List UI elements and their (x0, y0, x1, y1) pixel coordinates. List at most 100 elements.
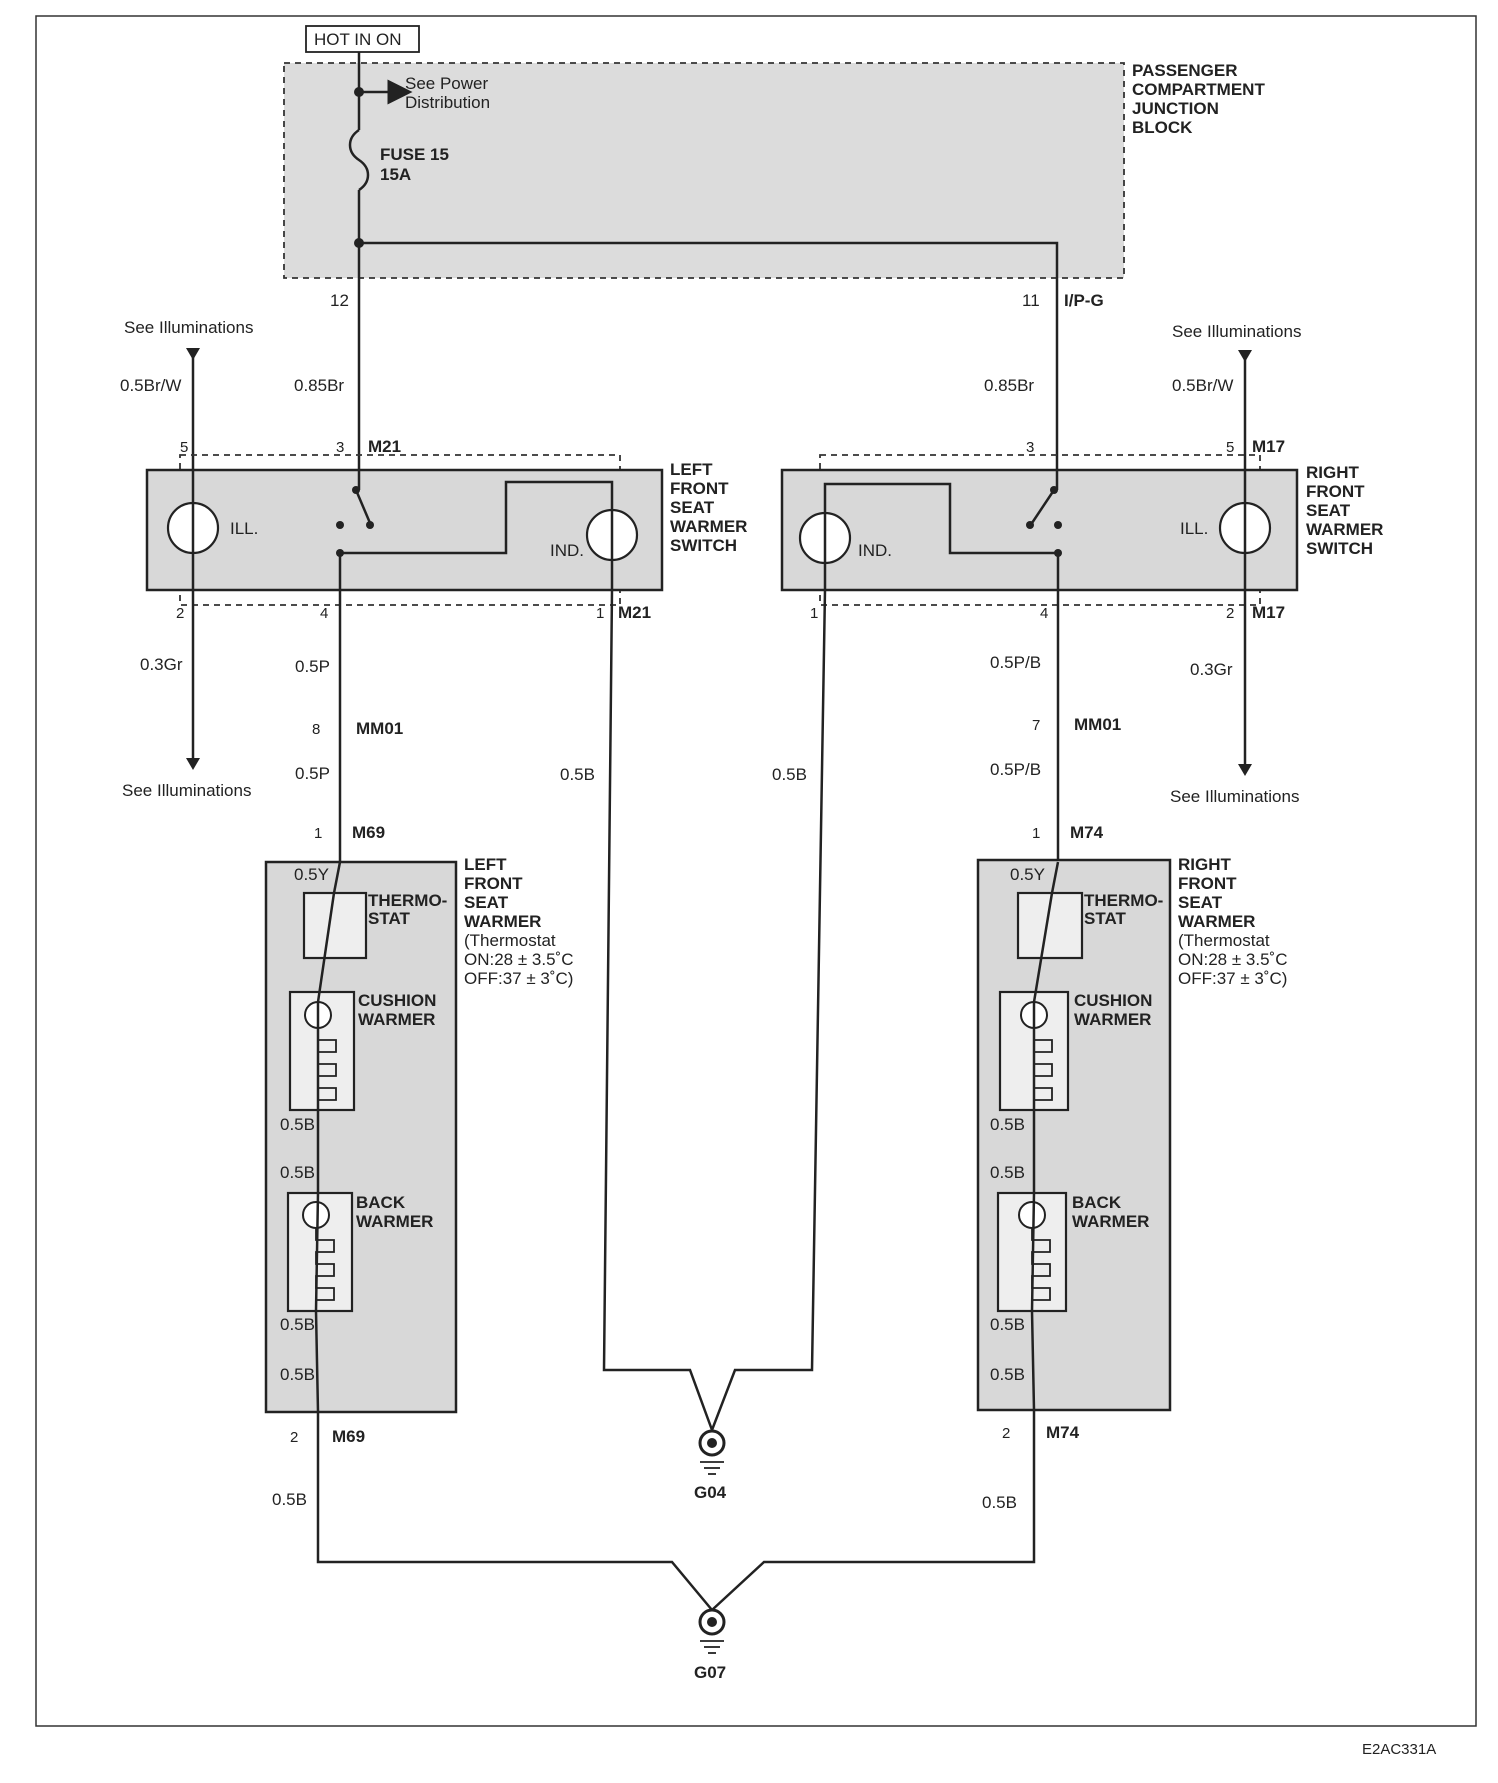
left-back-1: BACK (356, 1193, 406, 1212)
jb-pin-right: 11 (1022, 291, 1040, 310)
right-ill-label: ILL. (1180, 519, 1208, 538)
right-warmer-spec-2: ON:28 ± 3.5˚C (1178, 950, 1287, 969)
left-switch-pin-3: 3 (336, 439, 344, 456)
left-warmer-spec-1: (Thermostat (464, 931, 556, 950)
right-warmer-connector-bottom: M74 (1046, 1423, 1080, 1442)
left-warmer-connector-bottom: M69 (332, 1427, 365, 1446)
left-warmer-ground-wire (316, 1412, 713, 1611)
junction-block-name-1: PASSENGER (1132, 61, 1238, 80)
right-warmer-wire-in: 0.5Y (1010, 865, 1045, 884)
left-warmer-name-4: WARMER (464, 912, 541, 931)
right-warmer-ground-label: 0.5B (982, 1493, 1017, 1512)
right-thermo-2: STAT (1084, 909, 1126, 928)
right-switch-pin-4: 4 (1040, 605, 1048, 622)
right-switch-pin-2: 2 (1226, 605, 1234, 622)
diagram-frame (35, 15, 1477, 1727)
right-see-illum-bottom: See Illuminations (1170, 787, 1299, 806)
left-out-lower-wire: 0.5P (295, 764, 330, 783)
left-switch-name-5: SWITCH (670, 536, 737, 555)
right-see-illum-top: See Illuminations (1172, 322, 1301, 341)
right-switch-name-4: WARMER (1306, 520, 1383, 539)
right-switch-connector-bottom: M17 (1252, 603, 1285, 622)
left-supply-wire: 0.85Br (294, 376, 344, 395)
left-switch-indicator-wire (340, 480, 614, 590)
right-warmer-wire-b: 0.5B (990, 1163, 1025, 1182)
left-warmer-wire-in: 0.5Y (294, 865, 329, 884)
left-switch-connector-top: M21 (368, 437, 401, 456)
junction-block-name-2: COMPARTMENT (1132, 80, 1265, 99)
right-warmer-pin-out: 2 (1002, 1425, 1010, 1442)
fuse-symbol (348, 128, 370, 192)
left-switch-name-4: WARMER (670, 517, 747, 536)
right-switch-pin-1: 1 (810, 605, 818, 622)
fuse-label-2: 15A (380, 165, 411, 184)
right-ind-ground-wire (710, 589, 827, 1431)
right-ind-label: IND. (858, 541, 892, 560)
right-warmer-wire-c: 0.5B (990, 1315, 1025, 1334)
left-warmer-pin-in: 1 (314, 825, 322, 842)
left-warmer-spec-2: ON:28 ± 3.5˚C (464, 950, 573, 969)
right-switch-pin-5: 5 (1226, 439, 1234, 456)
right-switch-name-5: SWITCH (1306, 539, 1373, 558)
right-ill-out-wire: 0.3Gr (1190, 660, 1233, 679)
g04-label: G04 (694, 1483, 727, 1502)
left-switch-pin-2: 2 (176, 605, 184, 622)
left-cushion-2: WARMER (358, 1010, 435, 1029)
left-warmer-name-3: SEAT (464, 893, 509, 912)
left-warmer-name-2: FRONT (464, 874, 523, 893)
left-switch-name-1: LEFT (670, 460, 713, 479)
left-ill-in-wire: 0.5Br/W (120, 376, 181, 395)
left-thermostat-icon (302, 891, 368, 960)
right-switch-pin-3: 3 (1026, 439, 1034, 456)
right-warmer-name-4: WARMER (1178, 912, 1255, 931)
right-warmer-wire-d: 0.5B (990, 1365, 1025, 1384)
right-ill-in-wire: 0.5Br/W (1172, 376, 1233, 395)
see-power-2: Distribution (405, 93, 490, 112)
right-warmer-wire-a: 0.5B (990, 1115, 1025, 1134)
left-warmer-wire-a: 0.5B (280, 1115, 315, 1134)
mm01-left-label: MM01 (356, 719, 403, 738)
g07-label: G07 (694, 1663, 726, 1682)
right-warmer-ground-wire (711, 1410, 1036, 1611)
junction-block-name-3: JUNCTION (1132, 99, 1219, 118)
right-back-1: BACK (1072, 1193, 1122, 1212)
right-switch-name-3: SEAT (1306, 501, 1351, 520)
left-thermo-1: THERMO- (368, 891, 447, 910)
supply-box (305, 25, 420, 53)
left-switch-pin-1: 1 (596, 605, 604, 622)
left-cushion-1: CUSHION (358, 991, 436, 1010)
left-back-2: WARMER (356, 1212, 433, 1231)
left-ind-label: IND. (550, 541, 584, 560)
mm01-right-label: MM01 (1074, 715, 1121, 734)
left-switch-name-2: FRONT (670, 479, 729, 498)
left-switch-body (145, 468, 664, 592)
right-switch-body (780, 468, 1299, 592)
mm01-right-pin: 7 (1032, 717, 1040, 734)
left-see-illum-bottom: See Illuminations (122, 781, 251, 800)
right-out-lower-wire: 0.5P/B (990, 760, 1041, 779)
left-ill-out-wire: 0.3Gr (140, 655, 183, 674)
left-warmer-ground-label: 0.5B (272, 1490, 307, 1509)
right-warmer-pin-in: 1 (1032, 825, 1040, 842)
left-ind-ground-label: 0.5B (560, 765, 595, 784)
supply-label: HOT IN ON (314, 30, 402, 49)
right-warmer-spec-1: (Thermostat (1178, 931, 1270, 950)
left-warmer-name-1: LEFT (464, 855, 507, 874)
jb-connector-right: I/P-G (1064, 291, 1104, 310)
right-cushion-2: WARMER (1074, 1010, 1151, 1029)
left-warmer-wire-c: 0.5B (280, 1315, 315, 1334)
left-switch-connector-bottom: M21 (618, 603, 651, 622)
right-warmer-name-2: FRONT (1178, 874, 1237, 893)
left-out-upper-wire: 0.5P (295, 657, 330, 676)
fuse-label-1: FUSE 15 (380, 145, 449, 164)
jb-pin-left: 12 (330, 291, 349, 310)
mm01-left-pin: 8 (312, 721, 320, 738)
left-warmer-pin-out: 2 (290, 1429, 298, 1446)
left-warmer-spec-3: OFF:37 ± 3˚C) (464, 969, 573, 988)
right-warmer-name-3: SEAT (1178, 893, 1223, 912)
right-thermo-1: THERMO- (1084, 891, 1163, 910)
right-switch-name-2: FRONT (1306, 482, 1365, 501)
right-cushion-1: CUSHION (1074, 991, 1152, 1010)
right-supply-wire: 0.85Br (984, 376, 1034, 395)
